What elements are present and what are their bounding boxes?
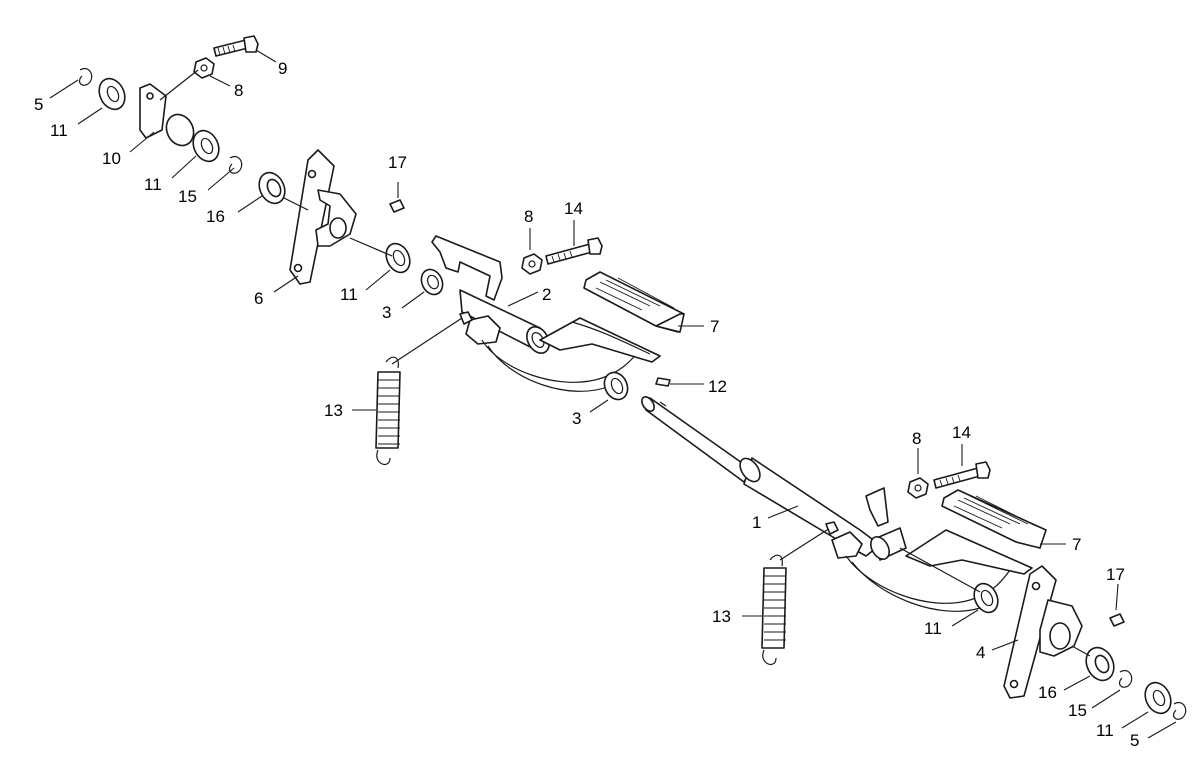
callout-16: 16 [206,207,225,226]
callout-11: 11 [1096,721,1114,740]
callout-9: 9 [278,59,287,78]
screw-part-17a [389,199,405,213]
callout-5: 5 [1130,731,1139,750]
pedal-pad-part-7a [583,271,685,333]
bracket-part-10 [139,83,195,147]
pedal-pad-part-7b [941,489,1047,549]
washer-part-11d [973,582,999,614]
callout-2: 2 [542,285,551,304]
pedal-arm-right [831,487,1033,612]
nut-part-8b [521,253,543,275]
leader-lines [49,49,1177,739]
callout-13: 13 [324,401,343,420]
callout-13: 13 [712,607,731,626]
callout-3: 3 [572,409,581,428]
screw-part-17b [1109,613,1125,627]
washer-part-11e [1144,681,1172,715]
callout-15: 15 [178,187,197,206]
callout-10: 10 [102,149,121,168]
callout-17: 17 [1106,565,1125,584]
callout-14: 14 [952,423,971,442]
callout-7: 7 [1072,535,1081,554]
callout-11: 11 [924,619,942,638]
clip-part-5b [1172,702,1187,720]
bolt-part-14b [933,461,991,489]
spring-part-13b [761,521,839,666]
nut-part-8a [193,57,215,79]
callout-11: 11 [50,121,68,140]
washer-part-11a [98,77,126,111]
key-part-12 [655,377,671,387]
shaft-part-1 [641,396,881,557]
assembly-lines [159,69,1091,657]
washer-part-11b [192,129,220,163]
callout-8: 8 [234,81,243,100]
callout-6: 6 [254,289,263,308]
callout-1: 1 [752,513,761,532]
bracket-part-4 [1003,565,1083,699]
bolt-part-9 [213,35,259,57]
callout-12: 12 [708,377,727,396]
callout-8: 8 [524,207,533,226]
callout-5: 5 [34,95,43,114]
callout-16: 16 [1038,683,1057,702]
nut-part-8c [907,477,929,499]
clip-part-15a [228,156,243,174]
callout-15: 15 [1068,701,1087,720]
callout-14: 14 [564,199,583,218]
callout-11: 11 [144,175,162,194]
bracket-part-6 [289,149,357,285]
clip-part-15b [1118,670,1133,688]
callout-11: 11 [340,285,358,304]
spring-part-13a [375,311,473,466]
callout-7: 7 [710,317,719,336]
callout-8: 8 [912,429,921,448]
callout-3: 3 [382,303,391,322]
bushing-part-3a [420,268,444,296]
pedal-arm-part-2 [431,235,661,392]
bolt-part-14a [545,237,603,265]
washer-part-11c [385,242,411,274]
callout-17: 17 [388,153,407,172]
bushing-part-16b [1085,646,1115,682]
bushing-part-16a [258,171,286,205]
clip-part-5a [78,68,93,86]
bushing-part-3b [603,371,629,401]
callout-labels: 5 11 10 11 15 16 8 9 17 6 11 3 2 8 14 7 … [34,59,1139,750]
callout-4: 4 [976,643,985,662]
